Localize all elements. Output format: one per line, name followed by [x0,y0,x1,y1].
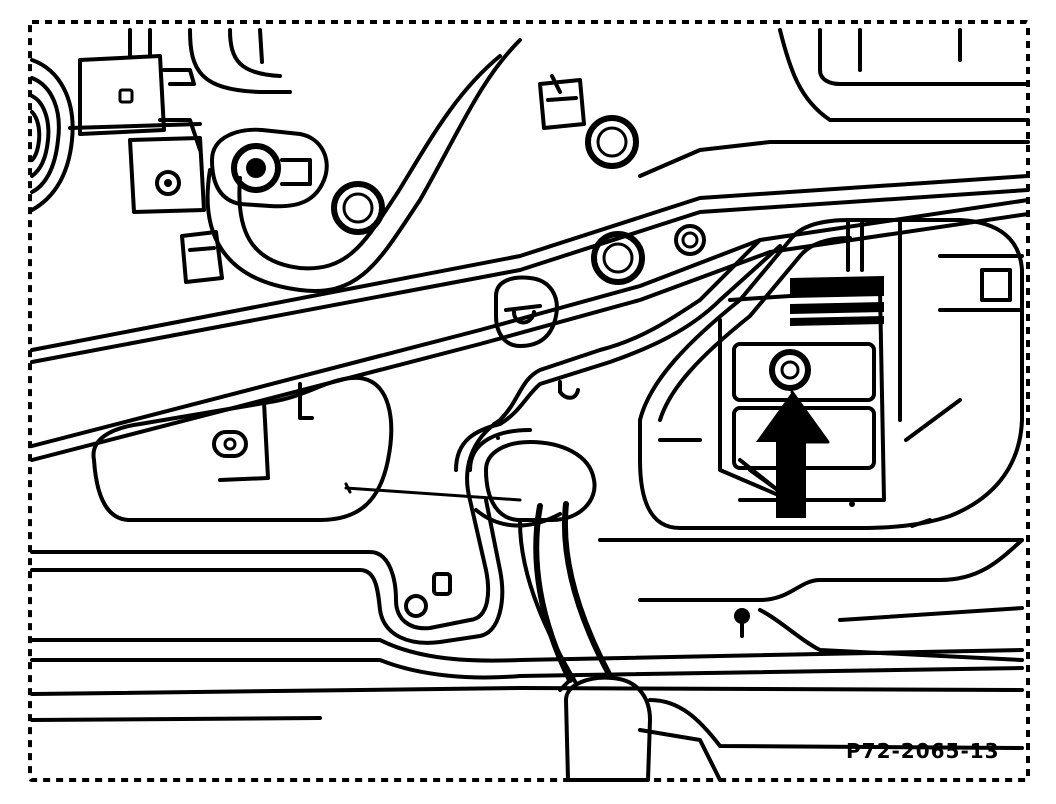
upper-panel-contours [188,28,522,294]
center-frame [30,238,782,645]
center-oval-hole [468,428,597,522]
clip-top-center [538,74,586,130]
grommet-small [674,224,706,256]
grommet-3 [591,231,645,285]
dashed-border [28,20,1030,782]
diagonal-beams [30,28,1030,462]
upper-left-bracket [68,28,202,152]
tool-handle [558,674,652,782]
speaker-coil [30,58,75,212]
small-clip-left [180,230,224,284]
grommet-2 [585,115,639,169]
up-arrow-icon [756,390,830,518]
figure-code: P72-2065-13 [846,739,1000,763]
grommet-1 [331,181,385,235]
lower-panel-contours [30,538,1024,782]
oval-bolt-plate [210,127,329,209]
left-access-opening [91,375,394,522]
lower-bracket-bolt [128,136,206,214]
right-window-opening [638,218,1024,530]
lower-clips [404,422,750,638]
regulator-mechanism [658,218,1024,528]
regulator-bolt [769,349,811,391]
